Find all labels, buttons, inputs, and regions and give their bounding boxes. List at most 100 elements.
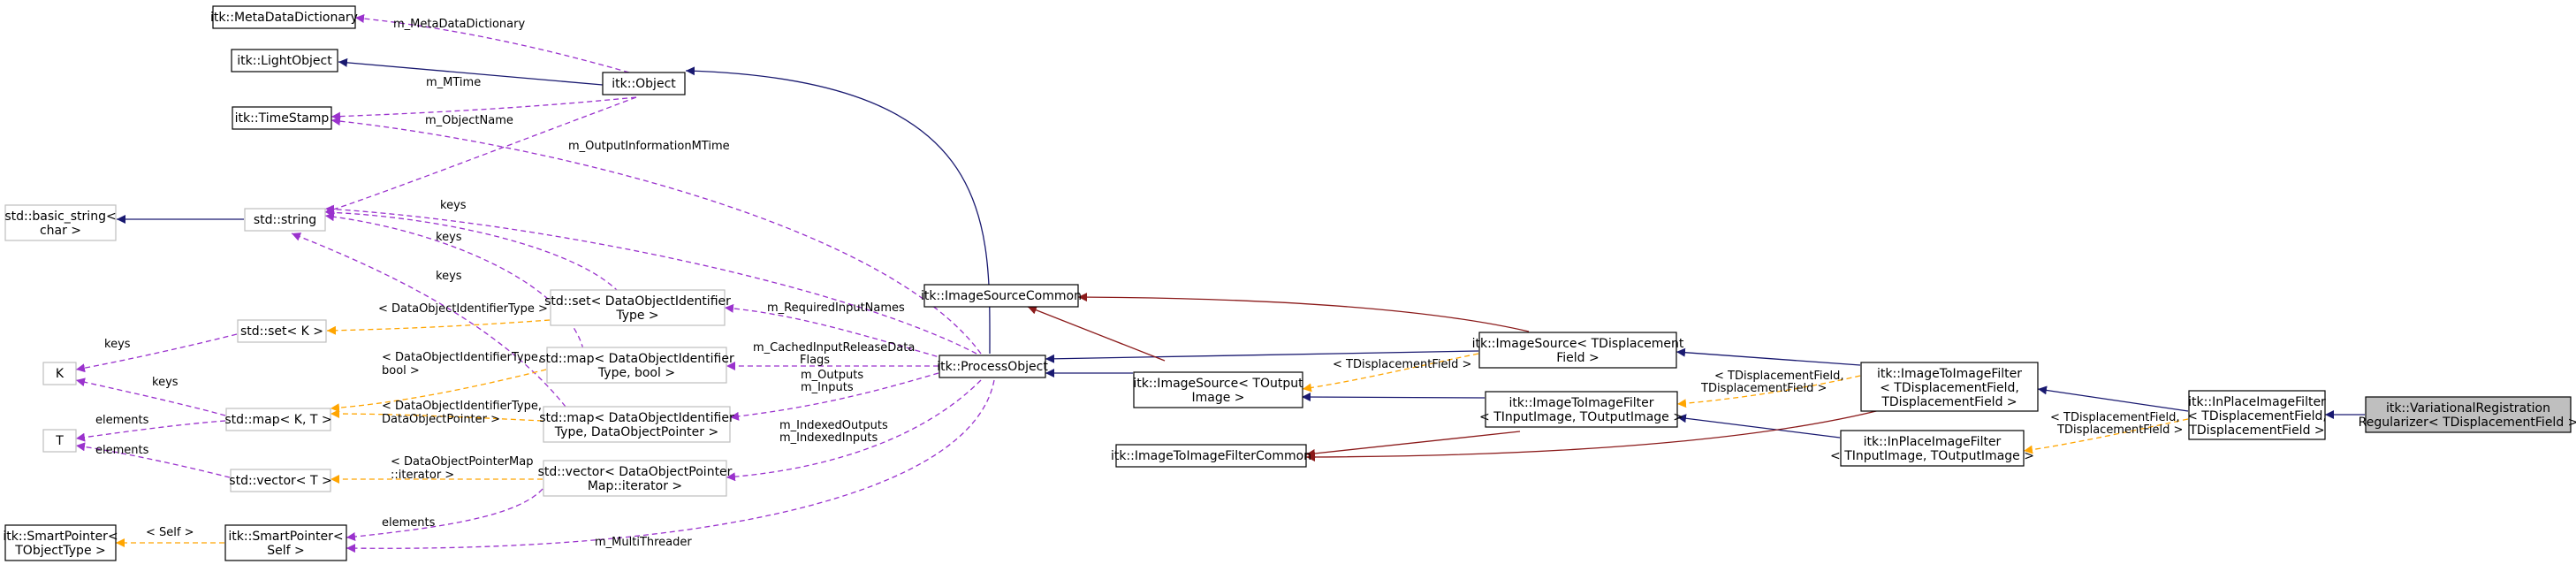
edge-label-tpl-inplace: < TDisplacementField,TDisplacementField … [2050, 411, 2183, 437]
edge-label-elements-sp: elements [382, 516, 436, 530]
edge-label-m-multithreader: m_MultiThreader [595, 536, 692, 549]
edge-label-tpl-set: < DataObjectIdentifierType > [378, 302, 548, 316]
svg-text:itk::ProcessObject: itk::ProcessObject [937, 360, 1048, 374]
edge-object-to-timestamp [331, 96, 637, 121]
svg-text:itk::SmartPointer<TObjectType: itk::SmartPointer<TObjectType > [3, 530, 118, 558]
edge-label-tpl-sp: < Self > [146, 526, 194, 539]
edge-object-to-lightobject [338, 57, 604, 86]
edge-i2i-tin-tout-to-i2icommon [1305, 431, 1521, 458]
node-itk-imagetoimagefilter-tdisplacementfield[interactable]: itk::ImageToImageFilter< TDisplacementFi… [1860, 362, 2039, 412]
edge-label-m-mtime: m_MTime [426, 76, 481, 89]
edge-object-to-stdstring [324, 96, 637, 214]
node-std-map-k-t[interactable]: std::map< K, T > [224, 408, 332, 431]
edge-label-tpl-i2i: < TDisplacementField,TDisplacementField … [1700, 370, 1843, 395]
edge-label-tpl-imagesource: < TDisplacementField > [1333, 358, 1471, 371]
edge-label-tpl-map-bool: < DataObjectIdentifierType,bool > [382, 351, 542, 378]
node-itk-imagesourcecommon[interactable]: itk::ImageSourceCommon [921, 284, 1082, 308]
edge-inplace-tdf-to-inplace-tin-tout [2023, 418, 2189, 454]
svg-text:std::map< DataObjectIdentifier: std::map< DataObjectIdentifierType, Data… [539, 411, 734, 439]
svg-text:itk::Object: itk::Object [612, 77, 676, 91]
nodes: itk::MetaDataDictionary itk::LightObject… [3, 5, 2576, 561]
node-std-basic-string[interactable]: std::basic_string<char > [4, 204, 117, 241]
node-t[interactable]: T [42, 429, 77, 453]
node-itk-imagetoimagefilter-tinputimage-toutputimage[interactable]: itk::ImageToImageFilter< TInputImage, TO… [1479, 391, 1683, 428]
svg-text:std::map< DataObjectIdentifier: std::map< DataObjectIdentifierType, bool… [539, 352, 734, 380]
svg-text:itk::ImageToImageFilter< TDisp: itk::ImageToImageFilter< TDisplacementFi… [1877, 367, 2022, 409]
svg-text:itk::LightObject: itk::LightObject [237, 54, 332, 68]
edge-imagesource-tdf-to-processobject [1045, 350, 1479, 363]
edge-i2i-tin-tout-to-imagesource-tout [1301, 393, 1486, 402]
edge-i2i-tdf-to-imagesource-tdf [1676, 347, 1861, 366]
node-itk-lightobject[interactable]: itk::LightObject [231, 49, 338, 72]
svg-text:itk::SmartPointer<Self >: itk::SmartPointer<Self > [228, 530, 343, 558]
edge-label-keys-setK: keys [104, 338, 131, 351]
edge-processobject-to-sp-self [346, 379, 995, 553]
svg-text:std::map< K, T >: std::map< K, T > [224, 413, 331, 427]
edge-imagesource-tdf-to-imagesource-tout [1302, 353, 1479, 393]
edge-set-doi-to-setK [326, 319, 551, 335]
edge-map-doi-bool-to-mapKT [330, 369, 547, 413]
edge-label-keys-mapKT: keys [152, 376, 179, 389]
edge-label-elements-mapKT: elements [95, 414, 149, 427]
edge-processobject-to-timestamp [331, 117, 982, 355]
edge-labels: m_MetaDataDictionary m_MTime m_ObjectNam… [95, 18, 2183, 549]
edge-processobject-to-vec-dopmap [726, 379, 982, 482]
node-itk-smartpointer-self[interactable]: itk::SmartPointer<Self > [224, 524, 347, 561]
edge-vectorT-to-T [75, 442, 231, 478]
edge-label-keys-map-dop: keys [436, 270, 462, 283]
edge-inplace-tdf-to-i2i-tdf [2037, 385, 2189, 412]
svg-text:T: T [55, 434, 64, 448]
node-itk-inplaceimagefilter-tinputimage-toutputimage[interactable]: itk::InPlaceImageFilter< TInputImage, TO… [1830, 430, 2034, 467]
svg-text:itk::ImageSource< TDisplacemen: itk::ImageSource< TDisplacementField > [1472, 337, 1684, 365]
svg-text:itk::TimeStamp: itk::TimeStamp [235, 111, 330, 126]
edge-mapKT-to-T [75, 420, 226, 442]
node-std-string[interactable]: std::string [244, 208, 326, 232]
edge-imagesource-tdf-to-imagesourcecommon [1077, 293, 1530, 332]
node-itk-imagetoimagefiltercommon[interactable]: itk::ImageToImageFilterCommon [1111, 444, 1311, 468]
svg-text:itk::InPlaceImageFilter< TDisp: itk::InPlaceImageFilter< TDisplacementFi… [2187, 395, 2327, 438]
edge-inplace-tin-tout-to-i2i-tin-tout [1676, 414, 1841, 439]
svg-text:std::vector< T >: std::vector< T > [229, 474, 331, 488]
node-itk-processobject[interactable]: itk::ProcessObject [937, 355, 1048, 378]
node-itk-timestamp[interactable]: itk::TimeStamp [232, 106, 332, 130]
edge-label-elements-vectorT: elements [95, 444, 149, 457]
node-itk-metadatadictionary[interactable]: itk::MetaDataDictionary [210, 5, 358, 29]
edge-mapKT-to-K [75, 378, 226, 416]
edge-map-doi-dop-to-stdstring [291, 233, 566, 408]
svg-text:K: K [56, 367, 65, 381]
node-k[interactable]: K [42, 362, 77, 385]
svg-text:itk::ImageToImageFilter< TInpu: itk::ImageToImageFilter< TInputImage, TO… [1479, 396, 1683, 424]
edge-label-m-objectname: m_ObjectName [425, 114, 513, 127]
edge-label-m-outputinformationmtime: m_OutputInformationMTime [568, 140, 730, 153]
edge-label-tpl-vec: < DataObjectPointerMap::iterator > [391, 455, 533, 482]
node-std-vector-t[interactable]: std::vector< T > [229, 469, 332, 492]
edge-setK-to-K [75, 333, 238, 373]
svg-text:std::string: std::string [254, 213, 316, 227]
edge-processobject-to-stdstring [324, 204, 977, 355]
svg-text:itk::MetaDataDictionary: itk::MetaDataDictionary [210, 11, 358, 25]
edge-object-to-metadatadict [354, 14, 630, 73]
edge-processobject-to-set-doi [724, 303, 946, 360]
node-std-set-k[interactable]: std::set< K > [237, 319, 327, 343]
edge-i2i-tdf-to-i2icommon [1305, 404, 1901, 461]
node-itk-smartpointer-tobjecttype[interactable]: itk::SmartPointer<TObjectType > [3, 524, 118, 561]
edge-label-keys-set: keys [440, 199, 467, 212]
node-itk-inplaceimagefilter-tdisplacementfield[interactable]: itk::InPlaceImageFilter< TDisplacementFi… [2187, 390, 2327, 440]
edge-set-doi-to-stdstring [324, 208, 619, 293]
edge-label-keys-map-bool: keys [436, 231, 462, 244]
svg-text:std::basic_string<char >: std::basic_string<char > [4, 210, 116, 238]
svg-text:std::vector< DataObjectPointer: std::vector< DataObjectPointerMap::itera… [538, 465, 733, 493]
edge-map-doi-dop-to-mapKT [330, 409, 543, 422]
node-itk-object[interactable]: itk::Object [602, 72, 686, 95]
